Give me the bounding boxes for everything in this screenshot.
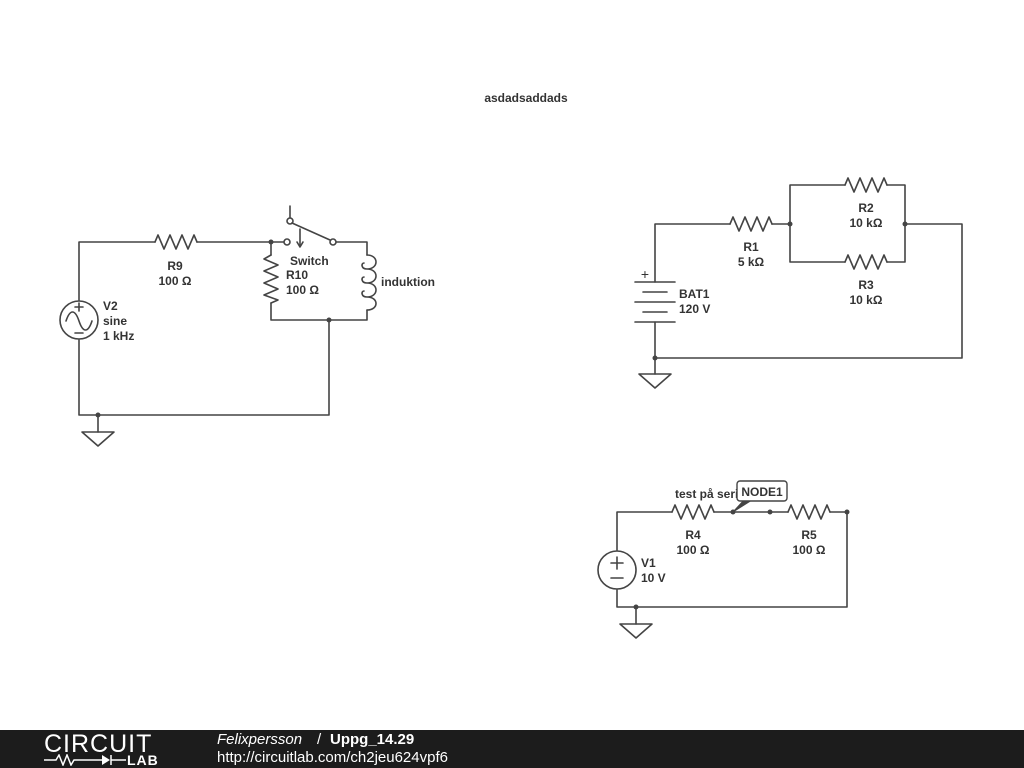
circuit-2: R1 5 kΩ R2 10 kΩ R3 10 kΩ + BAT1 120 V: [634, 177, 963, 389]
r1-label: R1: [743, 240, 759, 254]
wire: [654, 223, 731, 283]
bat1-label: BAT1: [679, 287, 710, 301]
r10-value: 100 Ω: [286, 283, 319, 297]
switch[interactable]: [283, 205, 337, 248]
logo-lab: LAB: [127, 752, 159, 768]
wire: [789, 184, 846, 225]
r9-value: 100 Ω: [159, 274, 192, 288]
wire: [78, 319, 330, 416]
bat1-plus-sign: +: [641, 266, 649, 282]
node1-label: NODE1: [741, 485, 783, 499]
r10-label: R10: [286, 268, 308, 282]
circuit-url-link[interactable]: http://circuitlab.com/ch2jeu624vpf6: [217, 749, 448, 766]
r9-label: R9: [167, 259, 183, 273]
circuit-3: test på serikoppling NODE1 R4 100 Ω R5 1…: [597, 480, 850, 639]
resistor-r5[interactable]: [787, 504, 831, 520]
junction-dot: [95, 412, 101, 418]
wire: [616, 511, 848, 608]
r2-value: 10 kΩ: [850, 216, 883, 230]
logo-text: CIRCUIT: [44, 730, 153, 758]
circuit-name[interactable]: Uppg_14.29: [330, 731, 415, 748]
v2-type: sine: [103, 314, 127, 328]
r5-value: 100 Ω: [793, 543, 826, 557]
bat1-value: 120 V: [679, 302, 710, 316]
wire: [789, 223, 846, 263]
v1-label: V1: [641, 556, 656, 570]
resistor-r10[interactable]: [263, 254, 279, 304]
junction-dot: [652, 355, 658, 361]
circuit-1: R9 100 Ω R10 100 Ω Switch induktion V2: [59, 205, 435, 447]
junction-dot: [902, 221, 908, 227]
junction-dot: [268, 239, 274, 245]
junction-dot: [844, 509, 850, 515]
r3-value: 10 kΩ: [850, 293, 883, 307]
schematic-canvas: asdadsaddads R9 100 Ω R10 100 Ω Switch: [59, 91, 963, 639]
battery-bat1[interactable]: [634, 281, 676, 323]
inductor-label: induktion: [381, 275, 435, 289]
r5-label: R5: [801, 528, 817, 542]
resistor-r2[interactable]: [844, 177, 888, 193]
resistor-r9[interactable]: [154, 234, 198, 250]
junction-dot: [730, 509, 736, 515]
r4-label: R4: [685, 528, 701, 542]
junction-dot: [633, 604, 639, 610]
ground-symbol: [81, 431, 115, 447]
resistor-r4[interactable]: [671, 504, 715, 520]
junction-dot: [767, 509, 773, 515]
v1-value: 10 V: [641, 571, 666, 585]
footer-bar: CIRCUIT LAB Felixpersson / Uppg_14.29 ht…: [0, 730, 1024, 768]
r3-label: R3: [858, 278, 874, 292]
wire: [616, 511, 673, 551]
node1-flag[interactable]: NODE1: [732, 480, 788, 513]
author-name[interactable]: Felixpersson: [217, 731, 303, 748]
wire: [78, 241, 156, 301]
v2-label: V2: [103, 299, 118, 313]
breadcrumb-separator: /: [317, 731, 322, 748]
v2-frequency: 1 kHz: [103, 329, 134, 343]
junction-dot: [787, 221, 793, 227]
junction-dot: [326, 317, 332, 323]
dc-source-v1[interactable]: [597, 550, 637, 590]
logo-waveform-icon: [44, 754, 126, 766]
resistor-r3[interactable]: [844, 254, 888, 270]
ground-symbol: [638, 373, 672, 389]
inductor-induktion[interactable]: [361, 254, 377, 311]
r1-value: 5 kΩ: [738, 255, 765, 269]
wire: [886, 184, 906, 225]
schematic-title: asdadsaddads: [484, 91, 568, 105]
switch-label: Switch: [290, 254, 329, 268]
r4-value: 100 Ω: [677, 543, 710, 557]
wire: [654, 223, 963, 359]
sine-source-v2[interactable]: [59, 300, 99, 340]
wire: [270, 302, 368, 321]
wire: [886, 223, 906, 263]
r2-label: R2: [858, 201, 874, 215]
resistor-r1[interactable]: [729, 216, 773, 232]
wire: [332, 241, 368, 256]
ground-symbol: [619, 623, 653, 639]
